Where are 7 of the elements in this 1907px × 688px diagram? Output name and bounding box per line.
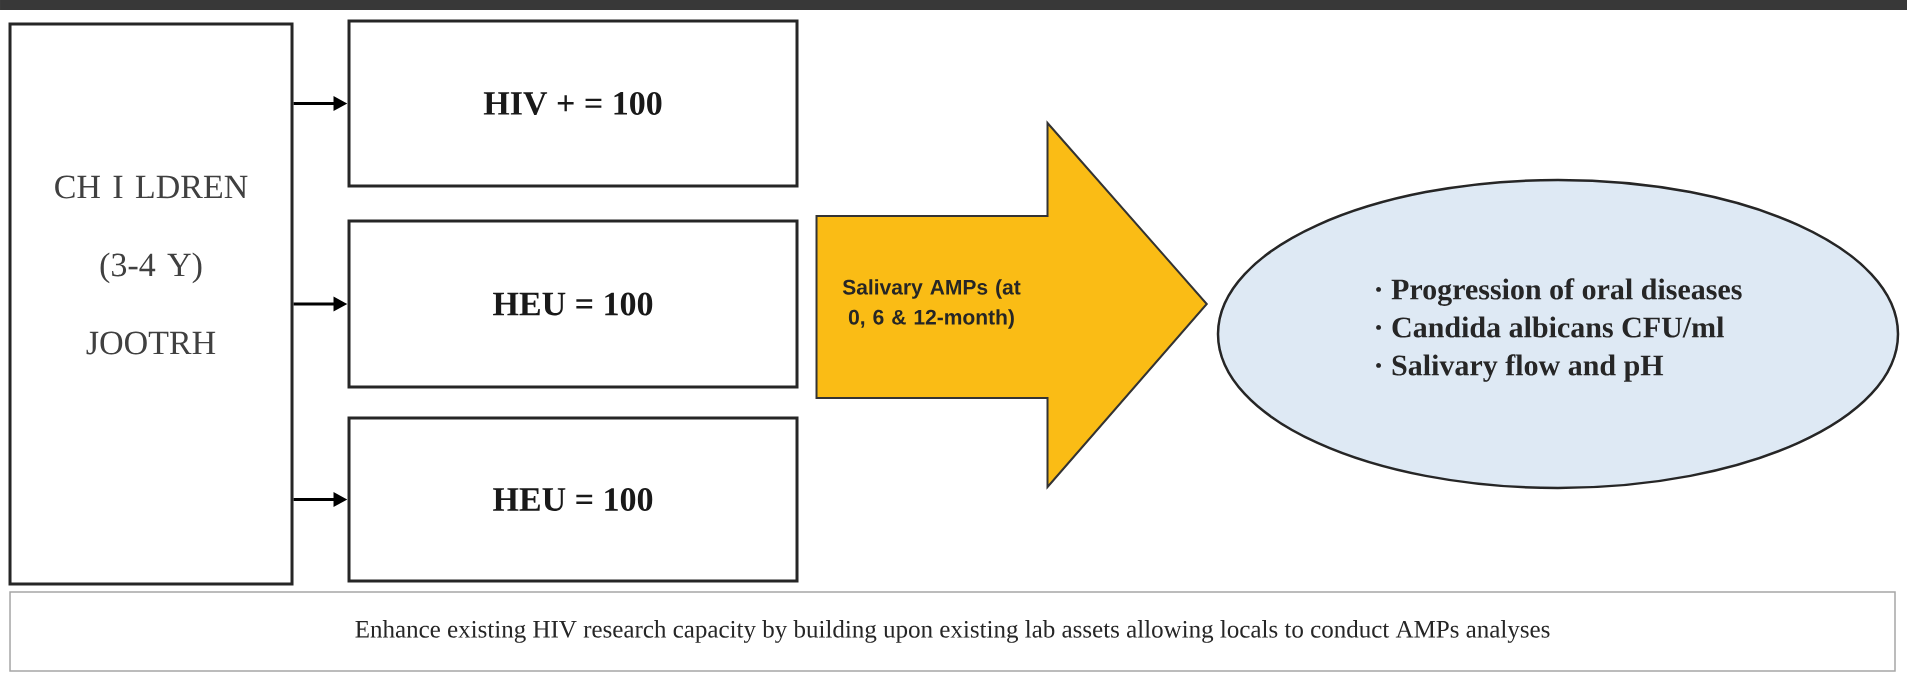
group-box: HEU = 100: [347, 416, 799, 583]
block-arrow: [815, 120, 1209, 490]
note-box: Enhance existing HIV research capacity by building upon existing lab assets allowing locals to conduct AMPs analyses: [9, 591, 1896, 672]
group-box: HIV + = 100: [347, 19, 799, 188]
edge-label: Salivary AMPs (at 0, 6 & 12-month): [842, 279, 1021, 329]
cohort-box: CH I LDREN (3-4 Y) JOOTRH: [8, 22, 294, 586]
group-box: HEU = 100: [347, 219, 799, 389]
